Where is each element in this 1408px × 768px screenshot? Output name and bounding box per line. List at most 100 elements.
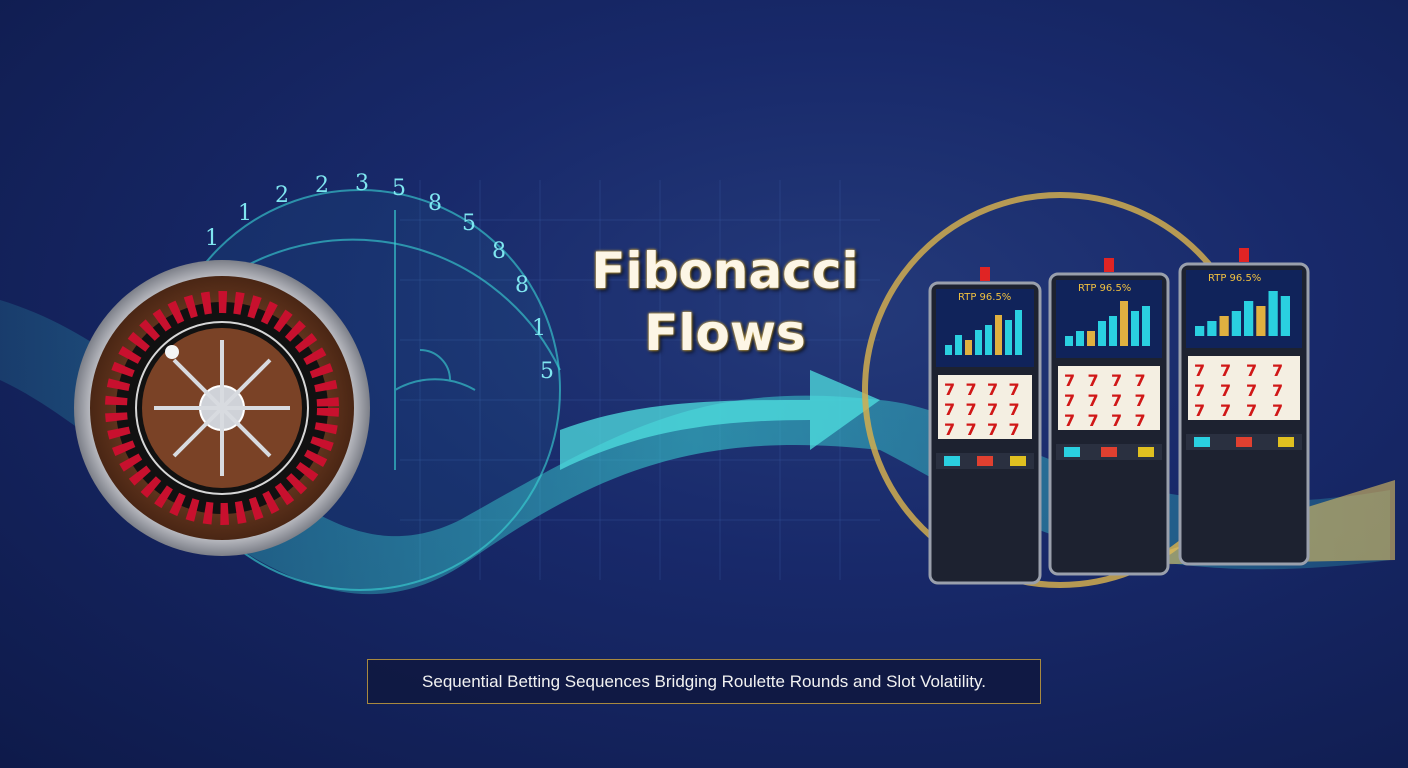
caption-banner: Sequential Betting Sequences Bridging Ro… [367,659,1041,704]
slot-chart-bar [995,315,1002,355]
slot-symbol: 7 [944,380,955,399]
slot-symbol: 7 [1220,361,1231,380]
slot-button [977,456,993,466]
arc-number: 2 [315,173,329,198]
slot-chart-bar [1219,316,1229,336]
slot-chart-bar [1207,321,1217,336]
slot-chart-bar [1015,310,1022,355]
slot-symbol: 7 [1064,391,1075,410]
slot-reels [938,375,1032,439]
caption-text: Sequential Betting Sequences Bridging Ro… [422,672,986,691]
slot-symbol: 7 [1111,411,1122,430]
slot-symbol: 7 [1220,401,1231,420]
slot-symbol: 7 [1194,361,1205,380]
slot-symbol: 7 [1272,381,1283,400]
slot-symbol: 7 [987,380,998,399]
slot-reels [1188,356,1300,420]
slot-chart-bar [945,345,952,355]
slot-symbol: 7 [1194,401,1205,420]
teal-flow-ribbon [0,300,1390,595]
slot-button [1010,456,1026,466]
slot-chart-bar [1109,316,1117,346]
slot-symbol: 7 [987,400,998,419]
slot-chart-bar [1065,336,1073,346]
slot-symbol: 7 [1135,371,1146,390]
slot-symbol: 7 [1246,381,1257,400]
roulette-wheel [74,260,370,556]
title-line-2: Flows [644,304,806,362]
slot-chart-bar [975,330,982,355]
slot-top-light [1104,258,1114,272]
arc-number: 5 [540,359,554,384]
arc-number: 1 [532,316,546,341]
slot-button [1101,447,1117,457]
slot-symbol: 7 [1135,391,1146,410]
slot-symbol: 7 [1064,371,1075,390]
slot-button [1194,437,1210,447]
slot-screen-label: RTP 96.5% [1078,283,1131,294]
slot-chart-bar [1076,331,1084,346]
slot-chart-bar [1131,311,1139,346]
slot-chart-bar [1244,301,1254,336]
slot-symbol: 7 [966,380,977,399]
slot-button [1138,447,1154,457]
slot-chart-bar [1087,331,1095,346]
slot-symbol: 7 [1135,411,1146,430]
slot-symbol: 7 [1088,411,1099,430]
slot-button [1064,447,1080,457]
arc-number: 5 [462,211,476,236]
slot-top-light [980,267,990,281]
slot-symbol: 7 [1272,361,1283,380]
slot-symbol: 7 [944,400,955,419]
arc-number: 2 [275,183,289,208]
slot-symbol: 7 [1009,420,1020,439]
slot-symbol: 7 [1064,411,1075,430]
slot-chart-bar [1120,301,1128,346]
slot-reels [1058,366,1160,430]
slot-symbol: 7 [1246,361,1257,380]
slot-chart-bar [965,340,972,355]
slot-symbol: 7 [1088,391,1099,410]
slot-symbol: 7 [1009,400,1020,419]
title: Fibonacci Flows [560,240,890,364]
arc-number: 3 [355,171,369,196]
slot-chart-bar [1098,321,1106,346]
slot-symbol: 7 [1194,381,1205,400]
slot-symbol: 7 [1111,391,1122,410]
slot-symbol: 7 [1009,380,1020,399]
slot-symbol: 7 [987,420,998,439]
flow-arrow [560,370,880,470]
arc-number: 1 [205,226,219,251]
slot-top-light [1239,248,1249,262]
arc-number: 8 [428,191,442,216]
slot-symbol: 7 [1272,401,1283,420]
slot-symbol: 7 [944,420,955,439]
slot-symbol: 7 [1220,381,1231,400]
slot-button [1236,437,1252,447]
slot-chart-bar [1280,296,1290,336]
slot-chart-bar [1005,320,1012,355]
slot-chart-bar [1195,326,1205,336]
slot-symbol: 7 [1246,401,1257,420]
slot-symbol: 7 [1088,371,1099,390]
slot-symbol: 7 [966,420,977,439]
arc-number: 5 [392,176,406,201]
slot-chart-bar [985,325,992,355]
slot-chart-bar [955,335,962,355]
slot-chart-bar [1256,306,1266,336]
slot-chart-bar [1231,311,1241,336]
arc-number: 8 [515,273,529,298]
slot-screen-label: RTP 96.5% [958,292,1011,303]
slot-symbol: 7 [966,400,977,419]
slot-chart-bar [1142,306,1150,346]
title-line-1: Fibonacci [591,242,859,300]
slot-button [1278,437,1294,447]
slot-screen-label: RTP 96.5% [1208,273,1261,284]
arc-number: 1 [238,201,252,226]
slot-chart-bar [1268,291,1278,336]
arc-number: 8 [492,239,506,264]
